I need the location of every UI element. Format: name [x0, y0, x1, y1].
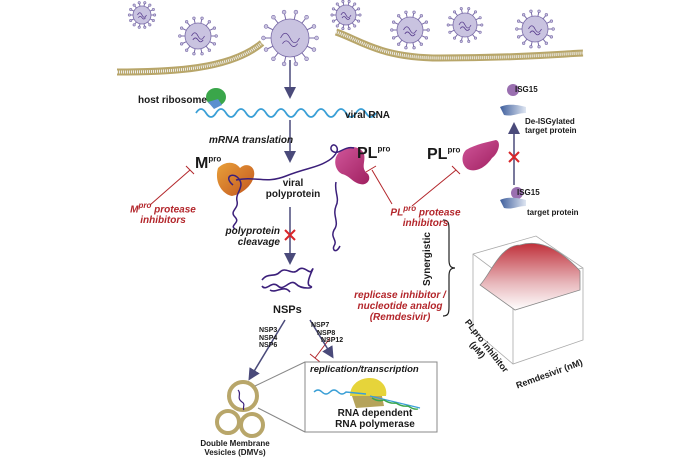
synergistic-label: Synergistic [422, 232, 433, 286]
nsps-tangle-icon [261, 267, 314, 293]
plpro-right-enzyme-icon [462, 140, 499, 171]
plpro-inhibitors-line1: PLpro protease [378, 204, 473, 219]
replicase-line3: (Remdesivir) [369, 312, 431, 323]
blocked-x-icon [284, 229, 296, 241]
polyprotein-cleavage-line1: polyprotein [225, 226, 280, 237]
virus-particle-icon [515, 9, 555, 49]
virus-particle-icon [390, 10, 430, 50]
plpro-right-label-main: PL [427, 146, 448, 163]
replicase-inhibitor-label: replicase inhibitor / nucleotide analog … [350, 290, 450, 323]
nsp-left-list: NSP3 NSP4 NSP6 [251, 327, 277, 350]
host-ribosome-icon [206, 88, 226, 109]
nsp-right-arrow [309, 319, 334, 359]
rdrp-line2: RNA polymerase [335, 419, 415, 430]
viral-polyprotein-line2: polyprotein [265, 189, 321, 200]
virus-particle-icon [178, 16, 218, 56]
mpro-inhibitors-rest: protease [151, 204, 196, 216]
mpro-inhibitors-main: M [130, 204, 139, 216]
nsp7-label: NSP7 [311, 322, 330, 329]
dmv-line1: Double Membrane [200, 439, 270, 448]
replication-inset [254, 361, 438, 433]
viral-polyprotein-line1: viral [282, 178, 304, 189]
mrna-translation-label: mRNA translation [209, 135, 294, 146]
viral-polyprotein-strand [228, 144, 355, 252]
plpro-enzyme-icon [335, 147, 370, 185]
synergistic-brace [442, 219, 456, 317]
mpro-inhibitors-line2: inhibitors [140, 215, 186, 227]
de-isgylated-line2: target protein [525, 125, 577, 135]
viral-rna-strand [195, 108, 377, 118]
plpro-inhibitors-rest: protease [416, 207, 461, 219]
virus-particle-icon [261, 9, 319, 67]
nsp4-label: NSP4 [259, 334, 278, 342]
virus-particles [127, 0, 555, 67]
plpro-label-sup: pro [377, 144, 391, 154]
mpro-label-main: M [195, 155, 209, 172]
cell-membrane [116, 28, 584, 76]
nsp3-label: NSP3 [259, 327, 278, 334]
plpro-right-label: PLpro [427, 146, 460, 164]
mpro-enzyme-icon [216, 162, 255, 196]
mpro-inhibitors-label: Mpro protease inhibitors [118, 201, 208, 227]
replicase-line1: replicase inhibitor / [354, 290, 446, 301]
plpro-inhibitors-sup: pro [403, 204, 417, 213]
viral-rna-label: viral RNA [345, 110, 391, 121]
virus-particle-icon [330, 0, 362, 31]
nsp-left-arrow [248, 319, 286, 381]
virus-particle-icon [127, 1, 157, 29]
isg15-top-label: ISG15 [515, 85, 538, 94]
nsp12-label: NSP12 [321, 337, 344, 345]
inhibition-lines [149, 165, 461, 363]
replicase-line2: nucleotide analog [357, 301, 443, 312]
nsp6-label: NSP6 [259, 342, 278, 350]
nsps-label: NSPs [273, 304, 302, 316]
mpro-inhibitors-sup: pro [138, 201, 152, 210]
rdrp-line1: RNA dependent [337, 408, 413, 419]
nsp8-label: NSP8 [317, 329, 336, 337]
virus-particle-icon [446, 7, 484, 43]
dmv-line2: Vesicles (DMVs) [204, 447, 266, 457]
nsp-right-list: NSP7 NSP8 NSP12 [311, 322, 343, 345]
synergy-surface-plot [472, 235, 584, 365]
polyprotein-cleavage-line2: cleavage [237, 237, 280, 248]
host-ribosome-label: host ribosome [138, 95, 207, 106]
isg15-pathway [500, 84, 526, 209]
surface-mesh [479, 242, 581, 311]
plpro-inhibitors-label: PLpro protease inhibitors [378, 204, 473, 230]
dmv-vesicles-icon [215, 380, 265, 438]
de-isgylated-line1: De-ISGylated [525, 117, 575, 126]
replication-transcription-label: replication/transcription [310, 364, 419, 375]
mpro-inhibitors-line1: Mpro protease [118, 201, 208, 216]
plpro-inhibitors-main: PL [390, 207, 404, 219]
mpro-label-sup: pro [208, 154, 222, 164]
mpro-label: Mpro [195, 155, 221, 173]
target-protein-label: target protein [527, 208, 579, 217]
plpro-label: PLpro [357, 145, 390, 163]
plpro-label-main: PL [357, 145, 378, 162]
isg15-bottom-label: ISG15 [517, 188, 540, 197]
plpro-inhibitors-line2: inhibitors [402, 218, 449, 230]
plpro-right-label-sup: pro [447, 145, 461, 155]
